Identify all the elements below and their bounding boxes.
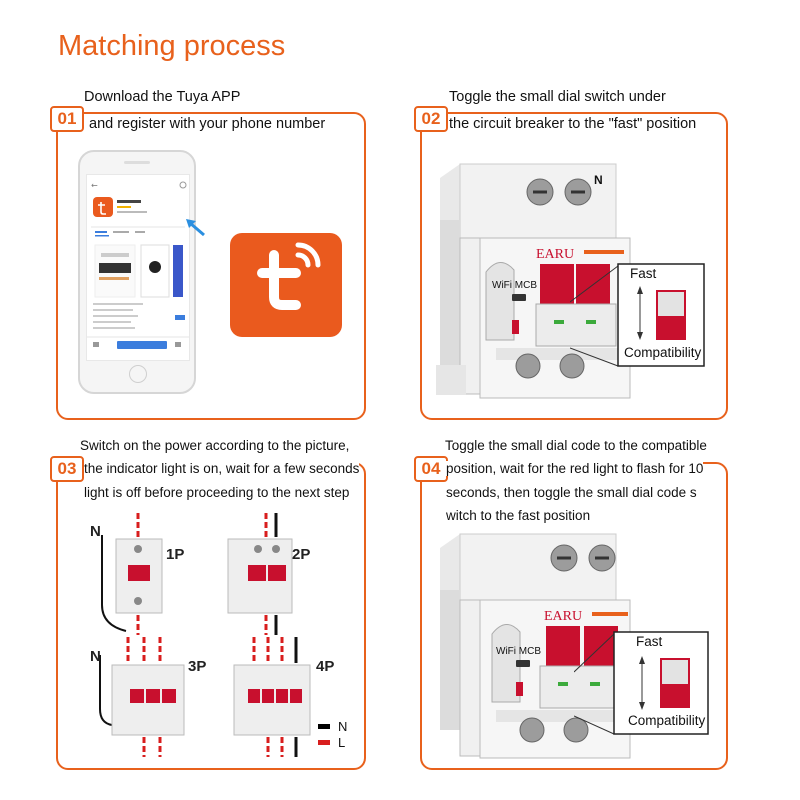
dial-callout-step-2 <box>570 263 705 367</box>
legend-neutral-label: N <box>338 719 348 734</box>
legend-neutral-swatch <box>318 724 330 729</box>
step-1-caption-line-2: and register with your phone number <box>89 116 326 132</box>
wiring-n-label-bottom: N <box>90 648 101 665</box>
callout-compatibility-label-step-2: Compatibility <box>624 345 702 360</box>
breaker-brand: EARU <box>536 247 574 262</box>
phone-app-screenshot: ← <box>78 150 196 394</box>
step-3-caption-line-3: light is off before proceeding to the ne… <box>84 485 350 500</box>
page-title: Matching process <box>58 30 286 62</box>
step-3-caption-line-1: Switch on the power according to the pic… <box>80 438 350 453</box>
legend-live-label: L <box>338 735 346 750</box>
step-4-caption-line-4: witch to the fast position <box>446 508 591 523</box>
breaker-illustration-step-2: N EARU WiFi MCB <box>436 163 631 399</box>
size-label-1p: 1P <box>166 546 185 563</box>
size-label-4p: 4P <box>316 658 335 675</box>
legend-live-swatch <box>318 740 330 745</box>
breaker-n-mark: N <box>594 173 603 187</box>
step-4-caption-line-2: position, wait for the red light to flas… <box>446 461 704 476</box>
breaker-model-4: WiFi MCB <box>496 646 541 657</box>
phone-speaker <box>124 161 150 164</box>
step-3-caption-line-2: the indicator light is on, wait for a fe… <box>84 461 360 476</box>
size-label-2p: 2P <box>292 546 311 563</box>
step-2-caption-line-2: the circuit breaker to the "fast" positi… <box>449 116 697 132</box>
step-2-caption-line-1: Toggle the small dial switch under <box>449 89 666 105</box>
phone-screen: ← <box>86 174 190 361</box>
step-2-number: 02 <box>414 106 448 132</box>
dial-callout-step-4 <box>574 631 709 735</box>
step-4-caption-line-3: seconds, then toggle the small dial code… <box>446 485 697 500</box>
wiring-n-label-top: N <box>90 523 101 540</box>
step-4-caption-line-1: Toggle the small dial code to the compat… <box>445 438 707 453</box>
size-label-3p: 3P <box>188 658 207 675</box>
breaker-brand-4: EARU <box>544 609 582 624</box>
step-4-number: 04 <box>414 456 448 482</box>
breaker-illustration-step-4: EARU WiFi MCB <box>440 533 631 759</box>
svg-text:←: ← <box>91 181 98 190</box>
phone-home-button <box>129 365 147 383</box>
legend-neutral: N <box>318 719 347 734</box>
step-3-panel <box>56 462 366 770</box>
step-1-number: 01 <box>50 106 84 132</box>
pointer-arrow-icon <box>186 219 205 237</box>
wiring-diagram <box>99 513 311 757</box>
step-3-number: 03 <box>50 456 84 482</box>
callout-fast-label-step-4: Fast <box>636 634 663 649</box>
callout-compatibility-label-step-4: Compatibility <box>628 713 706 728</box>
tuya-logo-icon <box>230 233 342 337</box>
legend-live: L <box>318 735 345 750</box>
step-1-caption-line-1: Download the Tuya APP <box>84 89 241 105</box>
breaker-model: WiFi MCB <box>492 280 537 291</box>
callout-fast-label-step-2: Fast <box>630 266 657 281</box>
